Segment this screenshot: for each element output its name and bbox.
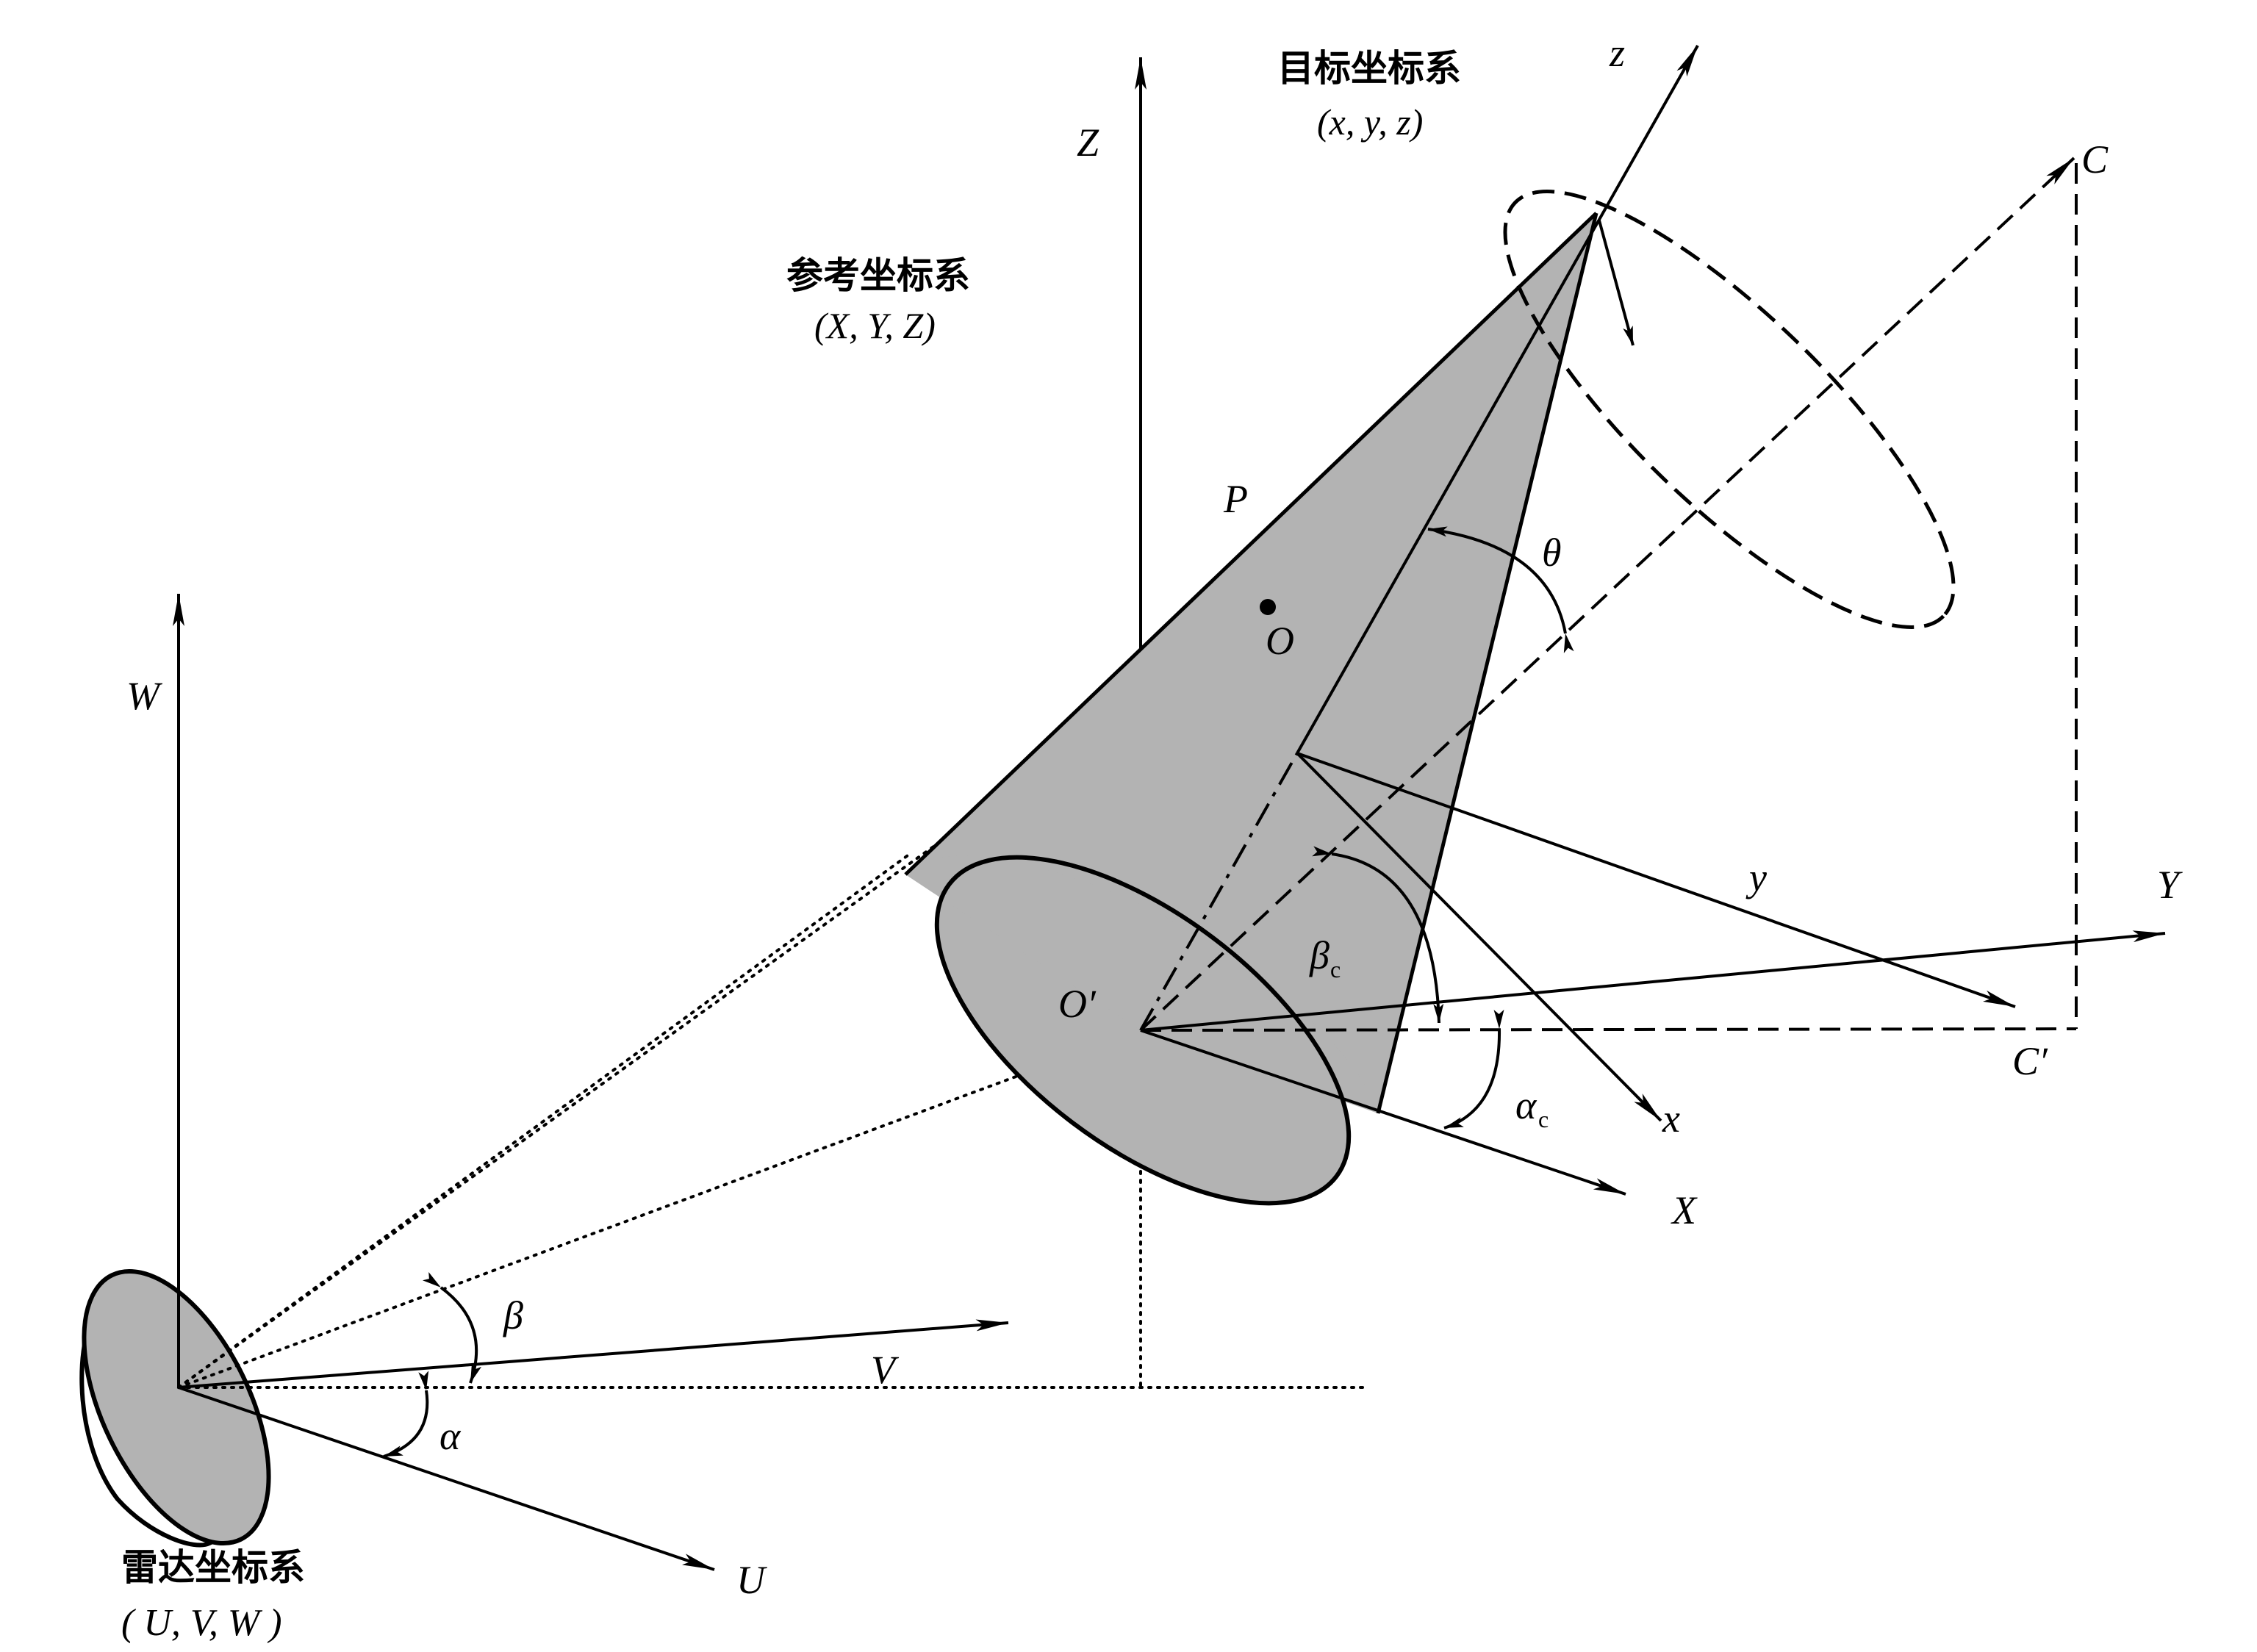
reference-frame-coords: (X, Y, Z) [814, 305, 936, 346]
y-ref-axis [1140, 930, 2166, 1032]
radar-dish [79, 1268, 271, 1548]
u-axis [178, 1386, 715, 1571]
label-v: V [871, 1348, 900, 1392]
label-y-target: y [1745, 855, 1767, 899]
reference-frame-name: 参考坐标系 [786, 254, 970, 297]
label-y-ref: Y [2157, 863, 2183, 907]
label-c-prime: C′ [2012, 1039, 2048, 1083]
label-z-target: z [1609, 31, 1625, 75]
z-target-axis-dashdot [1139, 753, 1299, 1031]
rotation-arrow [1598, 220, 1635, 346]
beta-arc [422, 1271, 482, 1384]
label-alpha: α [439, 1414, 462, 1458]
svg-text:α: α [1515, 1083, 1537, 1127]
z-target-axis [1296, 45, 1699, 754]
rotation-ellipse-dashed [1503, 190, 1956, 629]
label-c: C [2081, 137, 2109, 182]
label-o: O [1266, 619, 1294, 663]
svg-text:β: β [1309, 933, 1330, 977]
cone [904, 212, 1598, 1206]
label-x-target: x [1662, 1096, 1680, 1141]
svg-text:c: c [1538, 1106, 1549, 1132]
point-o-dot [1260, 599, 1276, 615]
label-u: U [736, 1558, 767, 1602]
svg-text:c: c [1330, 956, 1341, 983]
alpha-c-arc [1443, 1009, 1504, 1130]
alpha-arc [383, 1371, 429, 1458]
theta-arc [1427, 526, 1574, 653]
dotted-lines [177, 606, 1365, 1389]
label-p: P [1223, 477, 1248, 521]
target-frame-name: 目标坐标系 [1277, 47, 1461, 90]
label-x-ref: X [1671, 1188, 1698, 1232]
cone-base-ellipse [934, 855, 1352, 1206]
line-oc-dashed [1139, 157, 2075, 1032]
x-ref-axis [1140, 1029, 1626, 1196]
label-theta: θ [1542, 531, 1562, 575]
label-alpha-c: α c [1515, 1083, 1549, 1132]
label-w: W [126, 674, 163, 718]
label-beta: β [503, 1293, 523, 1337]
v-axis [178, 1319, 1009, 1389]
label-o-prime: O′ [1058, 982, 1097, 1026]
y-target-axis [1296, 752, 2016, 1008]
radar-frame-coords: ( U, V, W ) [121, 1602, 282, 1644]
target-frame-coords: (x, y, z) [1317, 101, 1423, 143]
radar-frame-name: 雷达坐标系 [121, 1546, 305, 1589]
c-prime-horizontal-dashed [1140, 1027, 2077, 1032]
label-beta-c: β c [1309, 933, 1341, 983]
x-target-axis [1296, 752, 1662, 1122]
label-z-ref: Z [1077, 121, 1099, 165]
beta-c-arc [1312, 846, 1444, 1024]
